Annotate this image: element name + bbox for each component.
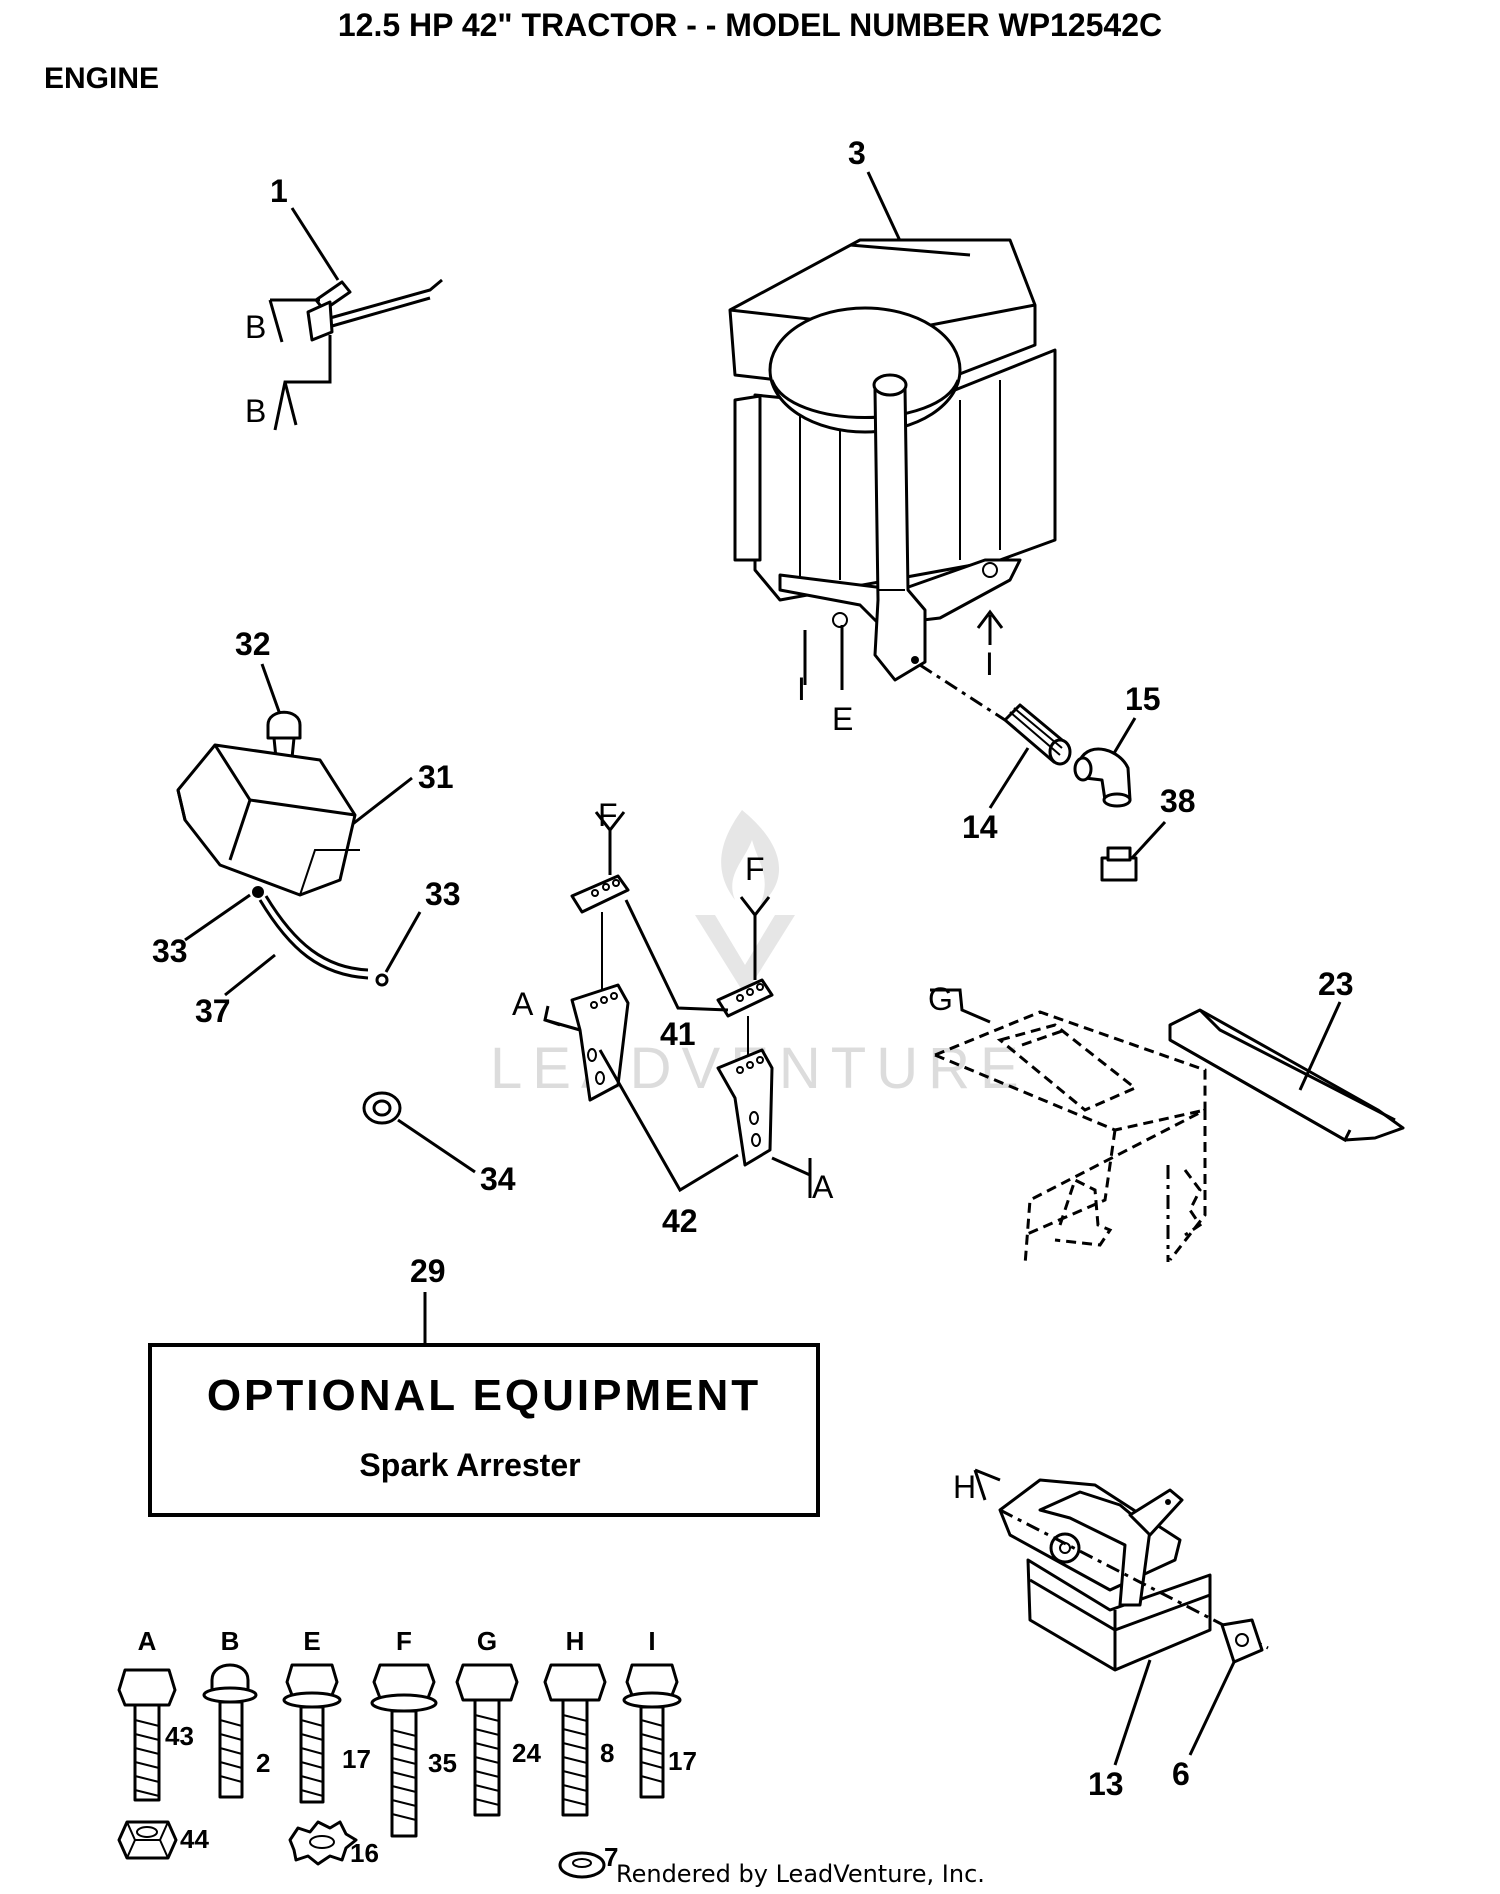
callout-38: 38 bbox=[1160, 783, 1196, 819]
section-title: ENGINE bbox=[44, 62, 159, 95]
part-37-fuel-line: 33 33 37 bbox=[152, 876, 461, 1029]
bolt-h: H 8 bbox=[543, 1626, 614, 1817]
bolt-b-letter: B bbox=[221, 1626, 240, 1656]
hardware-bolts: A 43 B 2 E 17 F bbox=[117, 1626, 697, 1838]
part-34-grommet: 34 bbox=[362, 1091, 516, 1197]
bolt-f-part-number: 35 bbox=[428, 1748, 457, 1778]
optional-equipment-heading: OPTIONAL EQUIPMENT bbox=[207, 1371, 761, 1420]
part-3-engine: 3 I I E bbox=[728, 135, 1057, 737]
hardware-washer: 7 bbox=[558, 1842, 618, 1879]
part-38-plug: 38 bbox=[1100, 783, 1196, 882]
footer-credit: Rendered by LeadVenture, Inc. bbox=[616, 1860, 985, 1888]
bolt-e-part-number: 17 bbox=[342, 1744, 371, 1774]
ref-letter-f-1: F bbox=[598, 797, 618, 833]
callout-37: 37 bbox=[195, 993, 231, 1029]
bolt-i: I 17 bbox=[622, 1626, 697, 1799]
bolt-b: B 2 bbox=[202, 1626, 270, 1799]
bolt-f-letter: F bbox=[396, 1626, 412, 1656]
bolt-h-part-number: 8 bbox=[600, 1738, 614, 1768]
ref-letter-g-1: G bbox=[928, 981, 953, 1017]
part-13-muffler: H 13 6 bbox=[953, 1468, 1269, 1802]
ref-letter-b-2: B bbox=[245, 393, 266, 429]
callout-32: 32 bbox=[235, 626, 271, 662]
callout-41: 41 bbox=[660, 1016, 696, 1052]
callout-34: 34 bbox=[480, 1161, 516, 1197]
ref-letter-f-2: F bbox=[745, 851, 765, 887]
callout-42: 42 bbox=[662, 1203, 698, 1239]
ref-letter-b-1: B bbox=[245, 309, 266, 345]
nut-part-number: 44 bbox=[180, 1824, 209, 1854]
ref-letter-h-1: H bbox=[953, 1469, 976, 1505]
callout-13: 13 bbox=[1088, 1766, 1124, 1802]
callout-3: 3 bbox=[848, 135, 866, 171]
callout-23: 23 bbox=[1318, 966, 1354, 1002]
ref-letter-i-1: I bbox=[797, 671, 806, 707]
bolt-a-part-number: 43 bbox=[165, 1721, 194, 1751]
part-29-optional-equipment: 29 OPTIONAL EQUIPMENT Spark Arrester bbox=[148, 1253, 820, 1517]
callout-14: 14 bbox=[962, 809, 998, 845]
bolt-i-part-number: 17 bbox=[668, 1746, 697, 1776]
callout-33-a: 33 bbox=[152, 933, 188, 969]
bolt-b-part-number: 2 bbox=[256, 1748, 270, 1778]
callout-15: 15 bbox=[1125, 681, 1161, 717]
bolt-g-letter: G bbox=[477, 1626, 497, 1656]
callout-6: 6 bbox=[1172, 1756, 1190, 1792]
part-23-heat-shield: G 23 bbox=[928, 966, 1405, 1266]
optional-equipment-item: Spark Arrester bbox=[359, 1447, 580, 1483]
hardware-nut: 44 bbox=[117, 1820, 209, 1860]
ref-letter-e-1: E bbox=[832, 701, 853, 737]
washer-part-number: 7 bbox=[604, 1842, 618, 1872]
part-41-42-brackets: F F A A 41 42 bbox=[512, 797, 834, 1239]
callout-1: 1 bbox=[270, 173, 288, 209]
lock-washer-part-number: 16 bbox=[350, 1838, 379, 1868]
ref-letter-a-1: A bbox=[512, 986, 534, 1022]
ref-letter-i-2: I bbox=[985, 646, 994, 682]
part-15-elbow: 15 bbox=[1073, 681, 1161, 808]
ref-letter-a-2: A bbox=[812, 1169, 834, 1205]
bolt-f: F 35 bbox=[370, 1626, 457, 1838]
hardware-lock-washer: 16 bbox=[288, 1820, 379, 1868]
bolt-a: A 43 bbox=[117, 1626, 194, 1802]
part-31-fuel-tank: 32 31 bbox=[176, 626, 454, 897]
callout-31: 31 bbox=[418, 759, 454, 795]
bolt-i-letter: I bbox=[648, 1626, 655, 1656]
callout-29: 29 bbox=[410, 1253, 446, 1289]
bolt-g-part-number: 24 bbox=[512, 1738, 541, 1768]
bolt-g: G 24 bbox=[455, 1626, 541, 1817]
callout-33-b: 33 bbox=[425, 876, 461, 912]
bolt-a-letter: A bbox=[138, 1626, 157, 1656]
part-14-pipe-nipple: 14 bbox=[962, 703, 1072, 845]
bolt-e: E 17 bbox=[282, 1626, 371, 1804]
bolt-h-letter: H bbox=[566, 1626, 585, 1656]
bolt-e-letter: E bbox=[303, 1626, 320, 1656]
page-title: 12.5 HP 42" TRACTOR - - MODEL NUMBER WP1… bbox=[338, 7, 1162, 43]
optional-equipment-box bbox=[148, 1343, 820, 1517]
part-1-throttle-control: 1 B B bbox=[245, 173, 443, 431]
